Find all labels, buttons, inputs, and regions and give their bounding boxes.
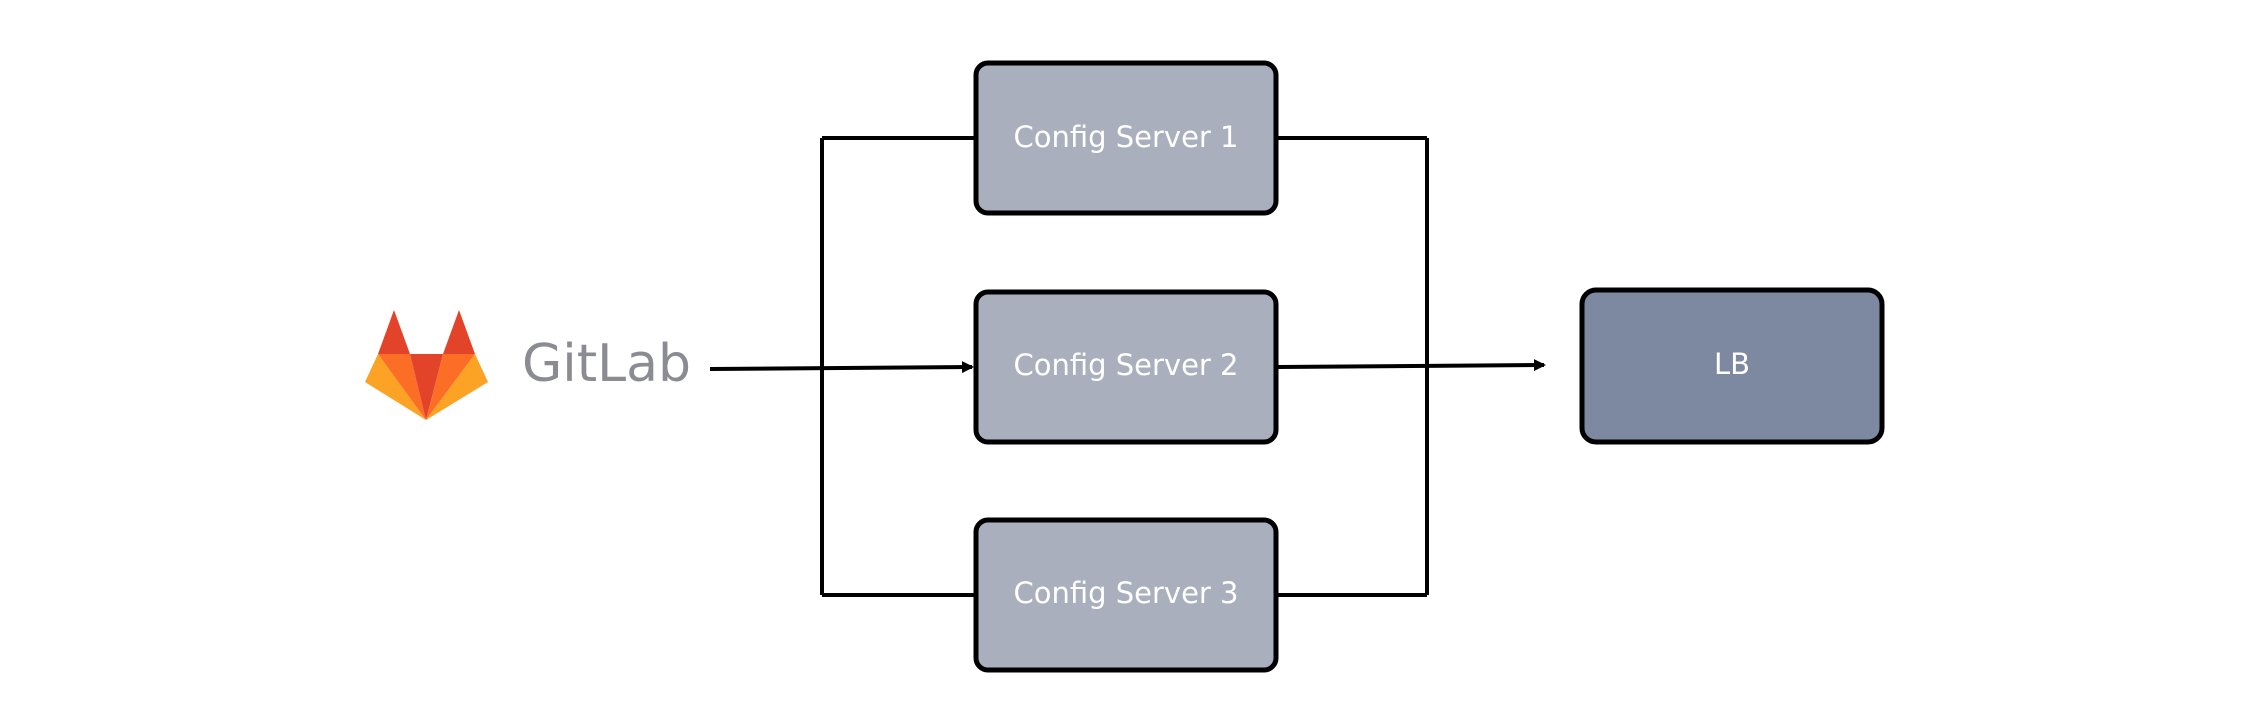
gitlab-logo: GitLab xyxy=(365,310,691,420)
config-server-1-box xyxy=(973,60,1279,216)
arrow-config-server-2-to-lb xyxy=(1277,359,1546,372)
config-server-3-label: Config Server 3 xyxy=(1013,576,1238,610)
lb-node[interactable]: LB xyxy=(1579,287,1885,445)
config-server-2-node[interactable]: Config Server 2 xyxy=(973,289,1279,445)
lb-label: LB xyxy=(1714,347,1750,381)
config-server-2-label: Config Server 2 xyxy=(1013,348,1238,382)
arrow-gitlab-to-config-server-2 xyxy=(709,361,974,374)
config-server-1-node[interactable]: Config Server 1 xyxy=(973,60,1279,216)
config-server-2-box xyxy=(973,289,1279,445)
lb-box xyxy=(1579,287,1885,445)
config-server-3-node[interactable]: Config Server 3 xyxy=(973,517,1279,673)
gitlab-fox-icon xyxy=(365,310,488,420)
gitlab-wordmark: GitLab xyxy=(522,334,691,394)
config-server-1-label: Config Server 1 xyxy=(1013,120,1238,154)
config-server-3-box xyxy=(973,517,1279,673)
